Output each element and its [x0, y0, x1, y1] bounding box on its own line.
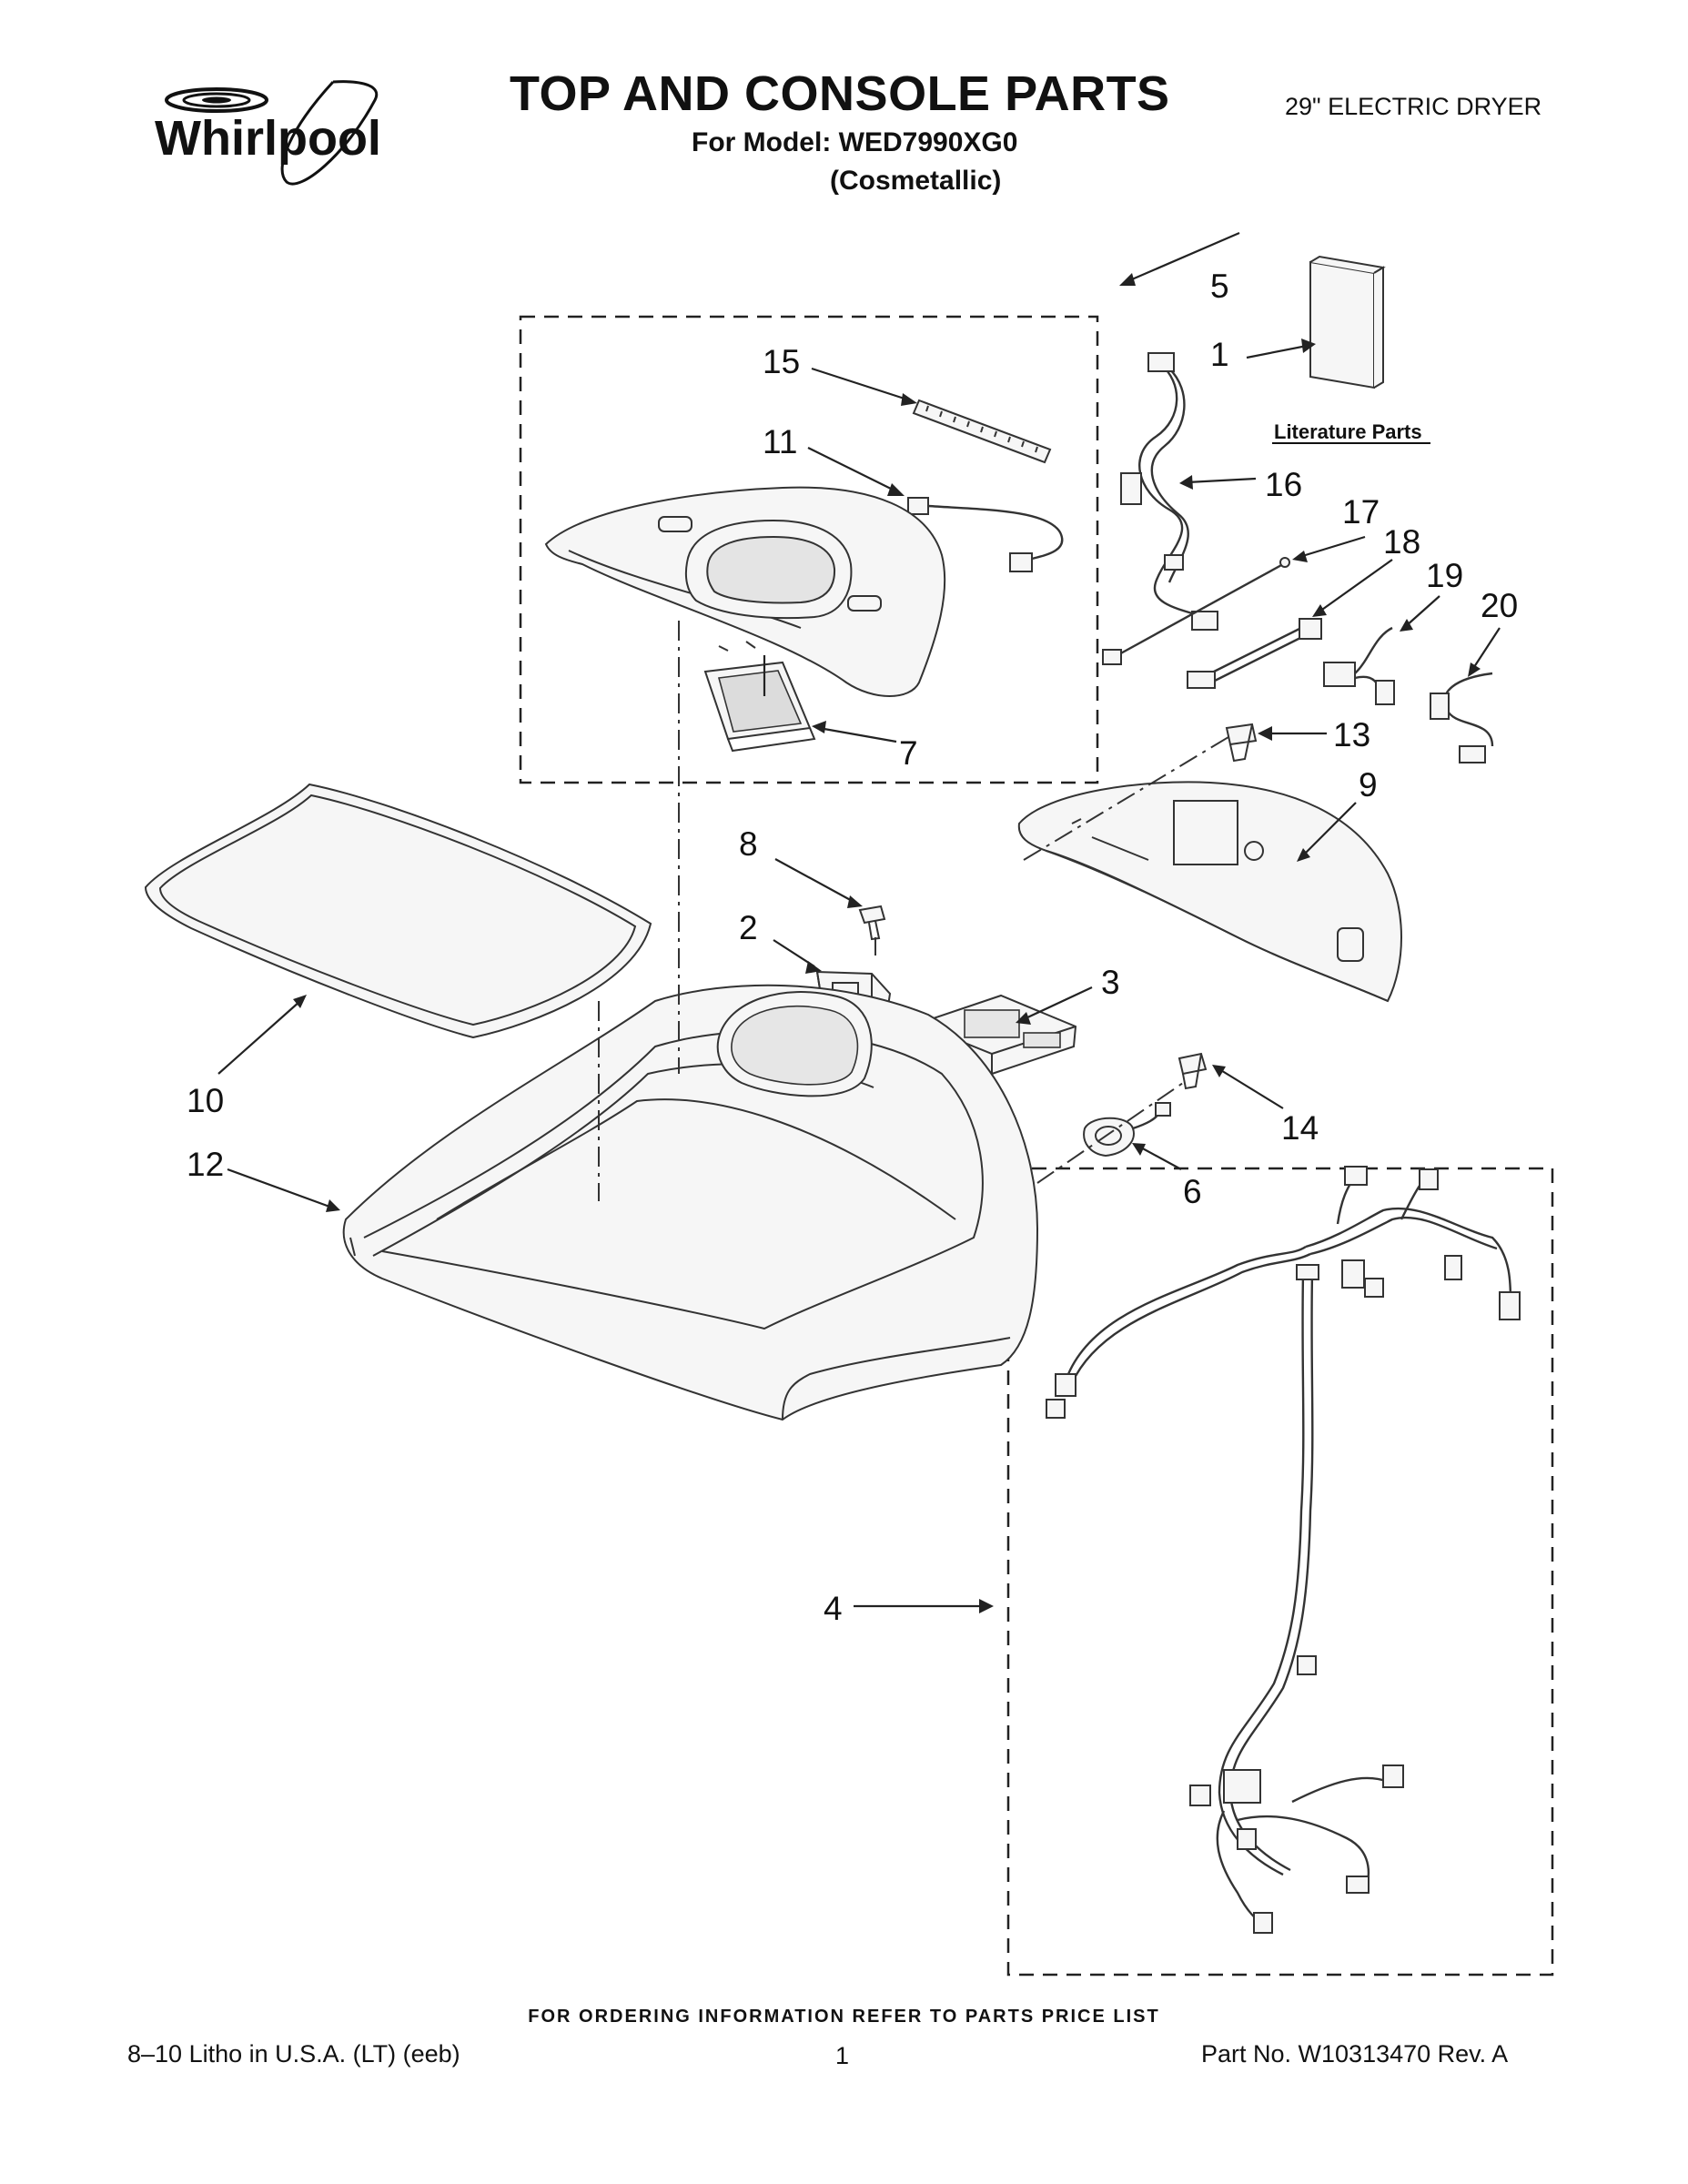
ribbon-cable-part — [912, 399, 1052, 464]
callout-3: 3 — [1101, 964, 1120, 1001]
callout-20: 20 — [1481, 587, 1518, 624]
literature-parts-book — [1309, 255, 1386, 389]
rear-console-part — [1017, 781, 1402, 1003]
page-number: 1 — [835, 2042, 850, 2069]
wire-harness-group-box — [1006, 1167, 1554, 1977]
jumper-harness-part — [1187, 618, 1322, 689]
console-harness-part — [1120, 352, 1218, 631]
lid-switch-part — [1083, 1102, 1171, 1158]
print-info: 8–10 Litho in U.S.A. (LT) (eeb) — [127, 2040, 460, 2068]
callout-10: 10 — [187, 1082, 224, 1119]
callout-7: 7 — [899, 734, 918, 772]
console-panel-part — [544, 486, 946, 697]
control-board-part — [916, 994, 1077, 1076]
callout-5: 5 — [1210, 268, 1229, 305]
brand-logo: Whirlpool — [155, 80, 381, 186]
model-line: For Model: WED7990XG0 — [692, 127, 1018, 157]
product-type: 29" ELECTRIC DRYER — [1285, 93, 1542, 120]
callout-14: 14 — [1281, 1109, 1319, 1147]
callout-16: 16 — [1265, 466, 1302, 503]
callout-17: 17 — [1342, 493, 1380, 531]
callout-9: 9 — [1359, 766, 1378, 804]
mounting-screw-part — [858, 905, 886, 941]
callout-8: 8 — [739, 825, 758, 863]
part-number: Part No. W10313470 Rev. A — [1201, 2040, 1509, 2068]
callout-11: 11 — [763, 423, 797, 460]
callout-2: 2 — [739, 909, 758, 946]
top-screw-part — [1178, 1052, 1208, 1090]
display-board-part — [703, 661, 816, 753]
page-title: TOP AND CONSOLE PARTS — [510, 66, 1170, 121]
brand-logo-wordmark: Whirlpool — [155, 111, 381, 166]
console-cable-part — [907, 497, 1064, 572]
callout-18: 18 — [1383, 523, 1420, 561]
switch-harness-part — [1323, 626, 1395, 705]
callout-19: 19 — [1426, 557, 1463, 594]
literature-parts-label: Literature Parts — [1274, 420, 1422, 443]
finish-line: (Cosmetallic) — [830, 166, 1002, 196]
callout-12: 12 — [187, 1146, 224, 1183]
console-assembly-group-box — [519, 315, 1099, 784]
callout-4: 4 — [824, 1590, 843, 1627]
console-screw-part — [1225, 723, 1258, 763]
callout-1: 1 — [1210, 336, 1229, 373]
dryer-top-panel-part — [342, 984, 1039, 1421]
lid-glass-part — [144, 783, 652, 1039]
callout-6: 6 — [1183, 1173, 1202, 1210]
motor-harness-part — [1430, 672, 1494, 763]
ordering-note: FOR ORDERING INFORMATION REFER TO PARTS … — [528, 2007, 1160, 2027]
callout-15: 15 — [763, 343, 800, 380]
main-wire-harness-part — [1046, 1166, 1521, 1934]
callout-13: 13 — [1333, 716, 1370, 753]
sensor-wire-part — [1102, 557, 1290, 665]
